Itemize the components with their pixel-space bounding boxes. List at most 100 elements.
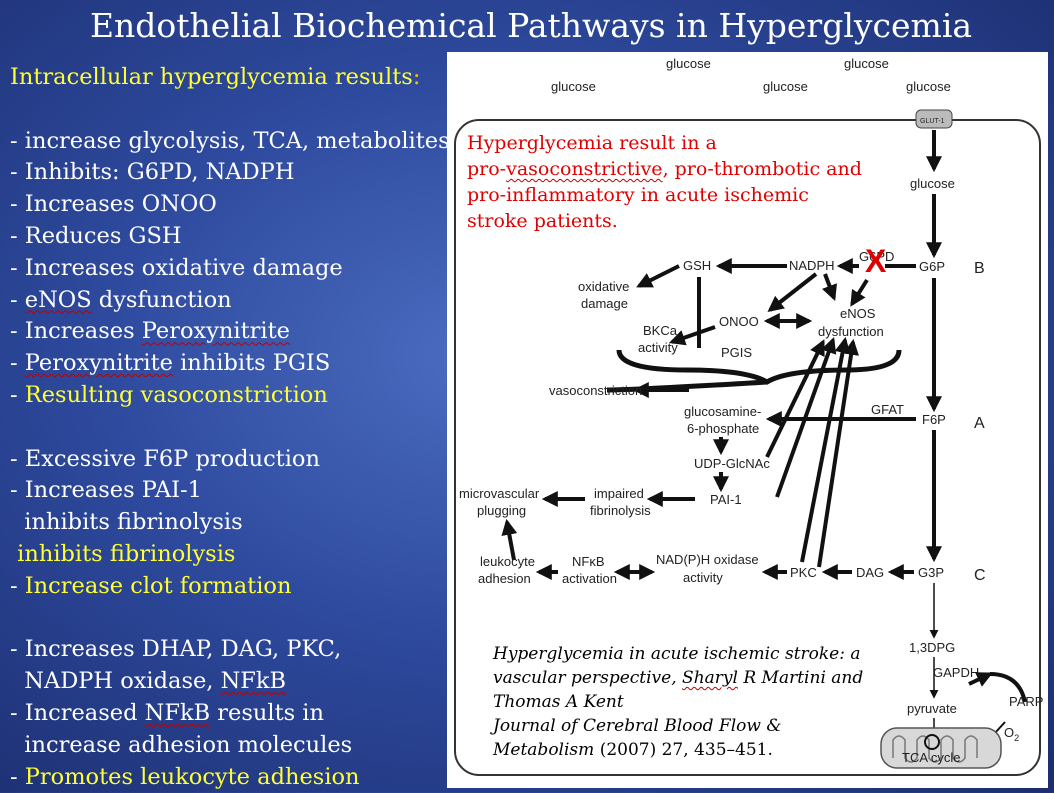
bullet-text: NFkB [220, 668, 287, 695]
bullet-text: Peroxynitrite [141, 318, 290, 345]
arrow [767, 272, 818, 312]
bullet-text: Peroxynitrite [24, 350, 173, 377]
citation-line: Metabolism (2007) 27, 435–451. [493, 738, 893, 762]
nadph-label: NADPH [789, 258, 835, 273]
bkca-label: activity [638, 340, 678, 355]
branch-c-label: C [974, 567, 986, 584]
leukocyte-label: adhesion [478, 571, 531, 586]
note-line: pro-inflammatory in acute ischemic [467, 184, 809, 206]
arrow [668, 325, 716, 346]
tca-cycle-icon [924, 734, 940, 750]
bullet-item: - Promotes leukocyte adhesion [10, 762, 450, 793]
glucose-label: glucose [906, 79, 951, 94]
pgis-label: PGIS [721, 345, 752, 360]
enos-label: eNOS [840, 306, 876, 321]
glucose-label: glucose [551, 79, 596, 94]
bkca-label: BKCa [643, 323, 678, 338]
arrow [968, 672, 993, 687]
glut1-transporter [915, 109, 953, 129]
bullet-text: - [10, 350, 25, 377]
slide-title: Endothelial Biochemical Pathways in Hype… [89, 6, 973, 45]
note-text: pro- [467, 158, 507, 180]
note-text: , pro-thrombotic and [662, 158, 862, 180]
citation-line: Thomas A Kent [493, 692, 624, 712]
bullet-item: - eNOS dysfunction [10, 285, 450, 317]
glucose-label: glucose [666, 56, 711, 71]
inhibition-x-mark: X [865, 243, 887, 279]
pathway-diagram: glucose glucose glucose glucose glucose … [454, 56, 1043, 776]
bullet-item: - Increases ONOO [10, 191, 217, 218]
onoo-label: ONOO [719, 314, 759, 329]
bullet-text: - [10, 572, 25, 599]
bullet-text: - Increases [10, 318, 142, 345]
bullet-item: - Excessive F6P production [10, 445, 320, 472]
bullet-item: - Increases Peroxynitrite [10, 316, 450, 348]
g3p-label: G3P [918, 565, 944, 580]
nfkb-label: NFκB [572, 554, 605, 569]
heading-text: Intracellular hyperglycemia results [10, 64, 413, 90]
nfkb-label: activation [562, 571, 617, 586]
bullet-item: - Increase clot formation [10, 571, 450, 603]
bullet-item: increase adhesion molecules [10, 731, 353, 758]
arrow [817, 338, 859, 568]
impaired-label: impaired [594, 486, 644, 501]
annotation-note: Hyperglycemia result in a pro-vasoconstr… [467, 130, 887, 234]
bullet-item: - Reduces GSH [10, 222, 182, 249]
gfat-label: GFAT [871, 402, 904, 417]
bullet-text: - [10, 381, 25, 408]
arrow [501, 518, 518, 561]
note-text: vasoconstrictive [506, 158, 663, 180]
brace-bottom [606, 379, 768, 393]
bullet-item: - Resulting vasoconstriction [10, 380, 450, 412]
cristae [892, 735, 978, 763]
bullet-text: - [10, 763, 25, 790]
bullet-text: Promotes leukocyte adhesion [24, 763, 360, 790]
bullet-item: inhibits fibrinolysis [10, 509, 243, 536]
parp-label: PARP [1009, 694, 1043, 709]
blank-line [10, 603, 450, 635]
pkc-label: PKC [790, 565, 817, 580]
vasoconstriction-label: vasoconstriction [549, 383, 642, 398]
citation-text: vascular perspective, [493, 668, 683, 688]
citation-line: Hyperglycemia in acute ischemic stroke: … [493, 644, 861, 664]
udp-label: UDP-GlcNAc [694, 456, 770, 471]
bullet-list: Intracellular hyperglycemia results: - i… [10, 62, 450, 793]
bullet-item: - Increased NFkB results in [10, 698, 450, 730]
oxidative-label: damage [581, 296, 628, 311]
o2-label: O2 [1004, 725, 1019, 743]
glucose-in-label: glucose [910, 176, 955, 191]
note-line: pro-vasoconstrictive, pro-thrombotic and [467, 156, 887, 182]
microvascular-label: plugging [477, 503, 526, 518]
branch-a-label: A [974, 415, 985, 432]
bullet-item: inhibits fibrinolysis [10, 540, 236, 567]
bullet-item: - Increases PAI-1 [10, 477, 202, 504]
bullet-text: NFkB [144, 699, 211, 726]
bullet-text: results in [210, 699, 324, 726]
nadph-oxidase-label: NAD(P)H oxidase [656, 552, 759, 567]
leukocyte-label: leukocyte [480, 554, 535, 569]
pathway-figure: glucose glucose glucose glucose glucose … [447, 52, 1048, 788]
bullet-text: dysfunction [91, 286, 232, 313]
glucose-label: glucose [763, 79, 808, 94]
gsh-label: GSH [683, 258, 711, 273]
citation-text: (2007) 27, 435–451. [599, 740, 773, 760]
arrow [765, 339, 825, 458]
o2-subscript: 2 [1014, 733, 1019, 743]
citation: Hyperglycemia in acute ischemic stroke: … [493, 642, 893, 762]
microvascular-label: microvascular [459, 486, 540, 501]
bullet-item: NADPH oxidase, NFkB [10, 666, 450, 698]
citation-line: Journal of Cerebral Blood Flow & [493, 716, 782, 736]
o2-text: O [1004, 725, 1014, 740]
bullet-item: - Increases DHAP, DAG, PKC, [10, 636, 342, 663]
bullet-text: - [10, 286, 25, 313]
bullet-item: - Peroxynitrite inhibits PGIS [10, 348, 450, 380]
arrow [775, 336, 837, 498]
note-line: stroke patients. [467, 210, 618, 232]
impaired-label: fibrinolysis [590, 503, 651, 518]
g6pd-label: G6PD [859, 249, 894, 264]
citation-text: Sharyl [682, 668, 738, 688]
bullet-text: Increase clot formation [24, 572, 292, 599]
glucosamine-label: 6-phosphate [687, 421, 759, 436]
enos-label: dysfunction [818, 324, 884, 339]
arrow [636, 264, 680, 288]
